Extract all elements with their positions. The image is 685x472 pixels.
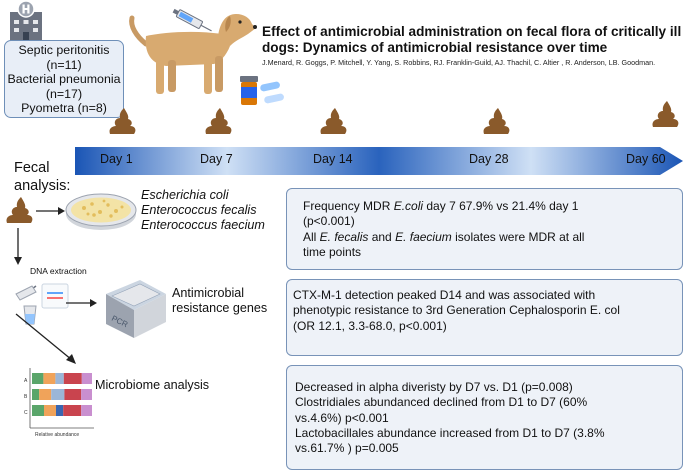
box1-italic: E. faecium: [395, 229, 452, 244]
barchart-bars: [32, 373, 92, 416]
barchart-xlabel: Relative abundance: [35, 432, 80, 438]
box1-text: day 7 67.9% vs 21.4% day 1: [423, 199, 579, 213]
cohort-box: Septic peritonitis (n=11) Bacterial pneu…: [4, 40, 124, 118]
timeline-day-28: Day 28: [469, 152, 509, 166]
box1-text: Frequency MDR: [303, 199, 394, 213]
test-tube-icon: [15, 283, 69, 325]
species-item: Enterococcus fecalis: [141, 203, 257, 218]
box2-line: CTX-M-1 detection peaked D14 and was ass…: [293, 288, 596, 302]
timeline-day-7: Day 7: [200, 152, 233, 166]
cohort-line: (n=17): [45, 86, 83, 101]
box1-line: (p<0.001): [303, 214, 355, 229]
box1-text: and: [368, 229, 396, 244]
poop-icon: [205, 108, 232, 134]
poop-icon: [109, 108, 136, 134]
poop-icon: [483, 108, 510, 134]
bar-segment: [32, 373, 44, 384]
syringe-icon: [172, 8, 212, 32]
box1-text: isolates were MDR at all: [451, 229, 585, 244]
cohort-line: Bacterial pneumonia: [7, 72, 121, 86]
arrow-to-pcr: [66, 299, 97, 307]
amr-line: resistance genes: [172, 301, 268, 315]
barchart-row-label: C: [24, 410, 28, 416]
finding-box-microbiome: Decreased in alpha diveristy by D7 vs. D…: [286, 365, 683, 470]
bar-segment: [51, 389, 65, 400]
bar-segment: [81, 373, 92, 384]
poop-icon: [652, 101, 679, 127]
bar-segment: [43, 373, 56, 384]
amr-line: Antimicrobial: [172, 286, 245, 300]
bar-segment: [63, 405, 82, 416]
box1-italic: E. fecalis: [319, 229, 369, 244]
capsule-icon: [260, 81, 284, 104]
bar-segment: [32, 405, 44, 416]
arrow-to-dna: [14, 228, 22, 265]
bar-segment: [55, 373, 64, 384]
petri-dish-icon: [65, 193, 137, 230]
bar-segment: [39, 389, 52, 400]
box2-line: phenotypic resistance to 3rd Generation …: [293, 303, 620, 318]
finding-box-mdr: Frequency MDR E.coli day 7 67.9% vs 21.4…: [286, 188, 683, 270]
box3-line: Clostridiales abundanced declined from D…: [295, 395, 588, 410]
box1-line: Frequency MDR E.coli day 7 67.9% vs 21.4…: [303, 199, 682, 214]
cohort-line: Pyometra (n=8): [21, 101, 107, 115]
barchart-row-label: A: [24, 378, 28, 384]
box3-line: Lactobacillales abundance increased from…: [295, 425, 605, 440]
timeline-arrow: [75, 147, 683, 175]
species-item: Enterococcus faecium: [141, 218, 265, 233]
pcr-machine-icon: PCR: [106, 280, 166, 338]
cohort-line: Septic peritonitis: [18, 43, 110, 57]
microbiome-label: Microbiome analysis: [95, 378, 210, 392]
poop-icon: [320, 108, 347, 134]
box1-italic: E.coli: [393, 199, 424, 213]
species-list: Escherichia coli Enterococcus fecalis En…: [141, 188, 265, 234]
box3-line: vs.61.7% ) p=0.005: [295, 441, 399, 456]
arrow-to-microbiome: [15, 313, 76, 364]
bar-segment: [63, 373, 82, 384]
bar-segment: [44, 405, 56, 416]
page-title: Effect of antimicrobial administration o…: [262, 24, 682, 55]
poop-icon: [6, 197, 33, 223]
bar-segment: [32, 389, 40, 400]
bar-segment: [81, 389, 92, 400]
hospital-icon: [10, 0, 42, 42]
bar-segment: [81, 405, 92, 416]
timeline-day-14: Day 14: [313, 152, 353, 166]
box1-line: All E. fecalis and E. faecium isolates w…: [303, 230, 682, 245]
species-item: Escherichia coli: [141, 188, 229, 202]
bar-segment: [56, 405, 64, 416]
authors: J.Menard, R. Goggs, P. Mitchell, Y. Yang…: [262, 58, 656, 67]
fecal-analysis-label: Fecal analysis:: [14, 159, 70, 195]
microbiome-barchart: [29, 368, 94, 429]
barchart-row-label: B: [24, 394, 28, 400]
bar-segment: [64, 389, 82, 400]
fecal-analysis-line: analysis:: [14, 178, 71, 194]
amr-genes-label: Antimicrobial resistance genes: [172, 286, 267, 316]
box3-line: vs.4.6%) p<0.001: [295, 410, 389, 425]
box1-line: time points: [303, 244, 362, 259]
dna-extraction-label: DNA extraction: [30, 266, 87, 276]
box3-line: Decreased in alpha diveristy by D7 vs. D…: [295, 380, 573, 394]
cohort-line: (n=11): [46, 57, 82, 72]
box2-line: (OR 12.1, 3.3-68.0, p<0.001): [293, 318, 447, 333]
box1-text: All: [303, 229, 320, 244]
finding-box-ctxm: CTX-M-1 detection peaked D14 and was ass…: [286, 279, 683, 356]
dog-icon: [129, 14, 257, 94]
arrow-to-petri: [36, 207, 65, 215]
pill-bottle-icon: [240, 76, 258, 105]
timeline-day-1: Day 1: [100, 152, 133, 166]
fecal-analysis-line: Fecal: [14, 160, 50, 176]
timeline-day-60: Day 60: [626, 152, 666, 166]
